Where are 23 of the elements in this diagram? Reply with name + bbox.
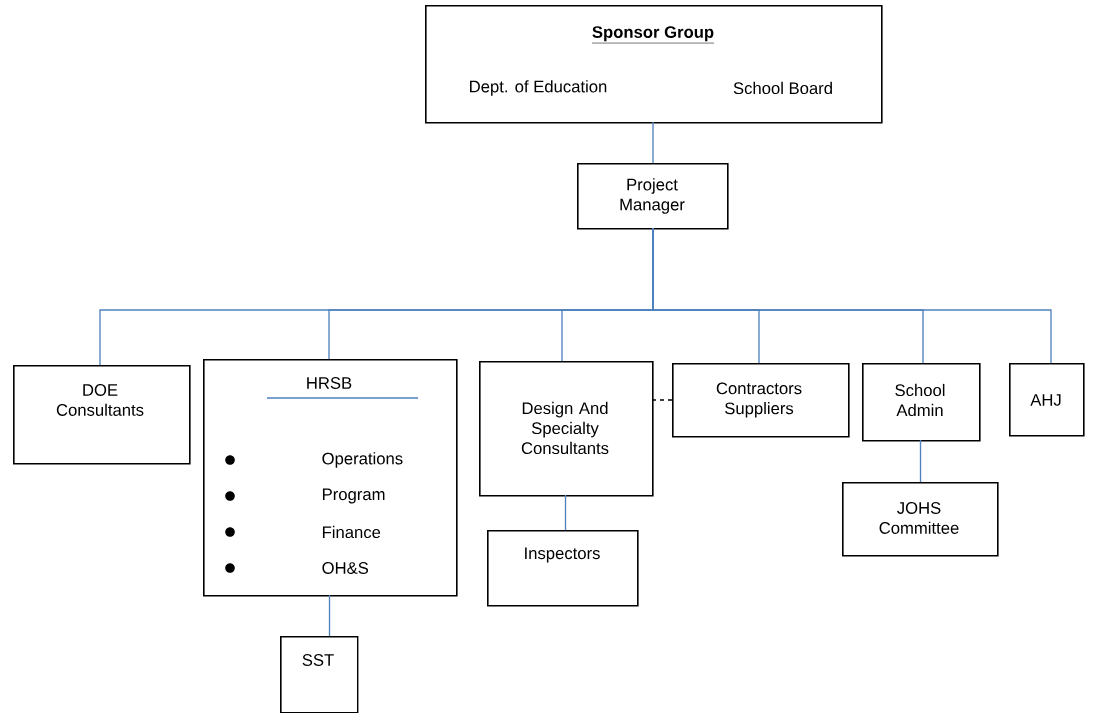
box-heading: HRSB <box>307 377 352 389</box>
connector-line <box>919 439 922 483</box>
connector-line <box>652 227 1052 364</box>
box-label: SST <box>302 654 334 666</box>
box-label: Contractors Suppliers <box>716 382 802 418</box>
box-label: Dept. of Education <box>470 80 607 96</box>
box-label: Project Manager <box>620 178 685 214</box>
box-heading: Sponsor Group <box>591 26 715 44</box>
box-label: School Board <box>733 81 832 95</box>
dashed-connector <box>651 399 673 401</box>
box-label: AHJ <box>1030 394 1061 406</box>
list-item: OH&S <box>322 562 369 574</box>
box-label: Inspectors <box>525 547 600 563</box>
list-item: Operations <box>322 452 403 468</box>
connector-line <box>652 121 654 164</box>
box-label: Design And Specialty Consultants <box>521 401 609 455</box>
list-item: Finance <box>322 525 381 539</box>
box-label: School Admin <box>895 383 945 417</box>
box-label: JOHS Committee <box>879 502 959 534</box>
connector-line <box>564 494 567 531</box>
box-label: DOE Consultants <box>56 384 144 416</box>
connector-line <box>328 594 331 637</box>
list-item: Program <box>322 488 385 504</box>
